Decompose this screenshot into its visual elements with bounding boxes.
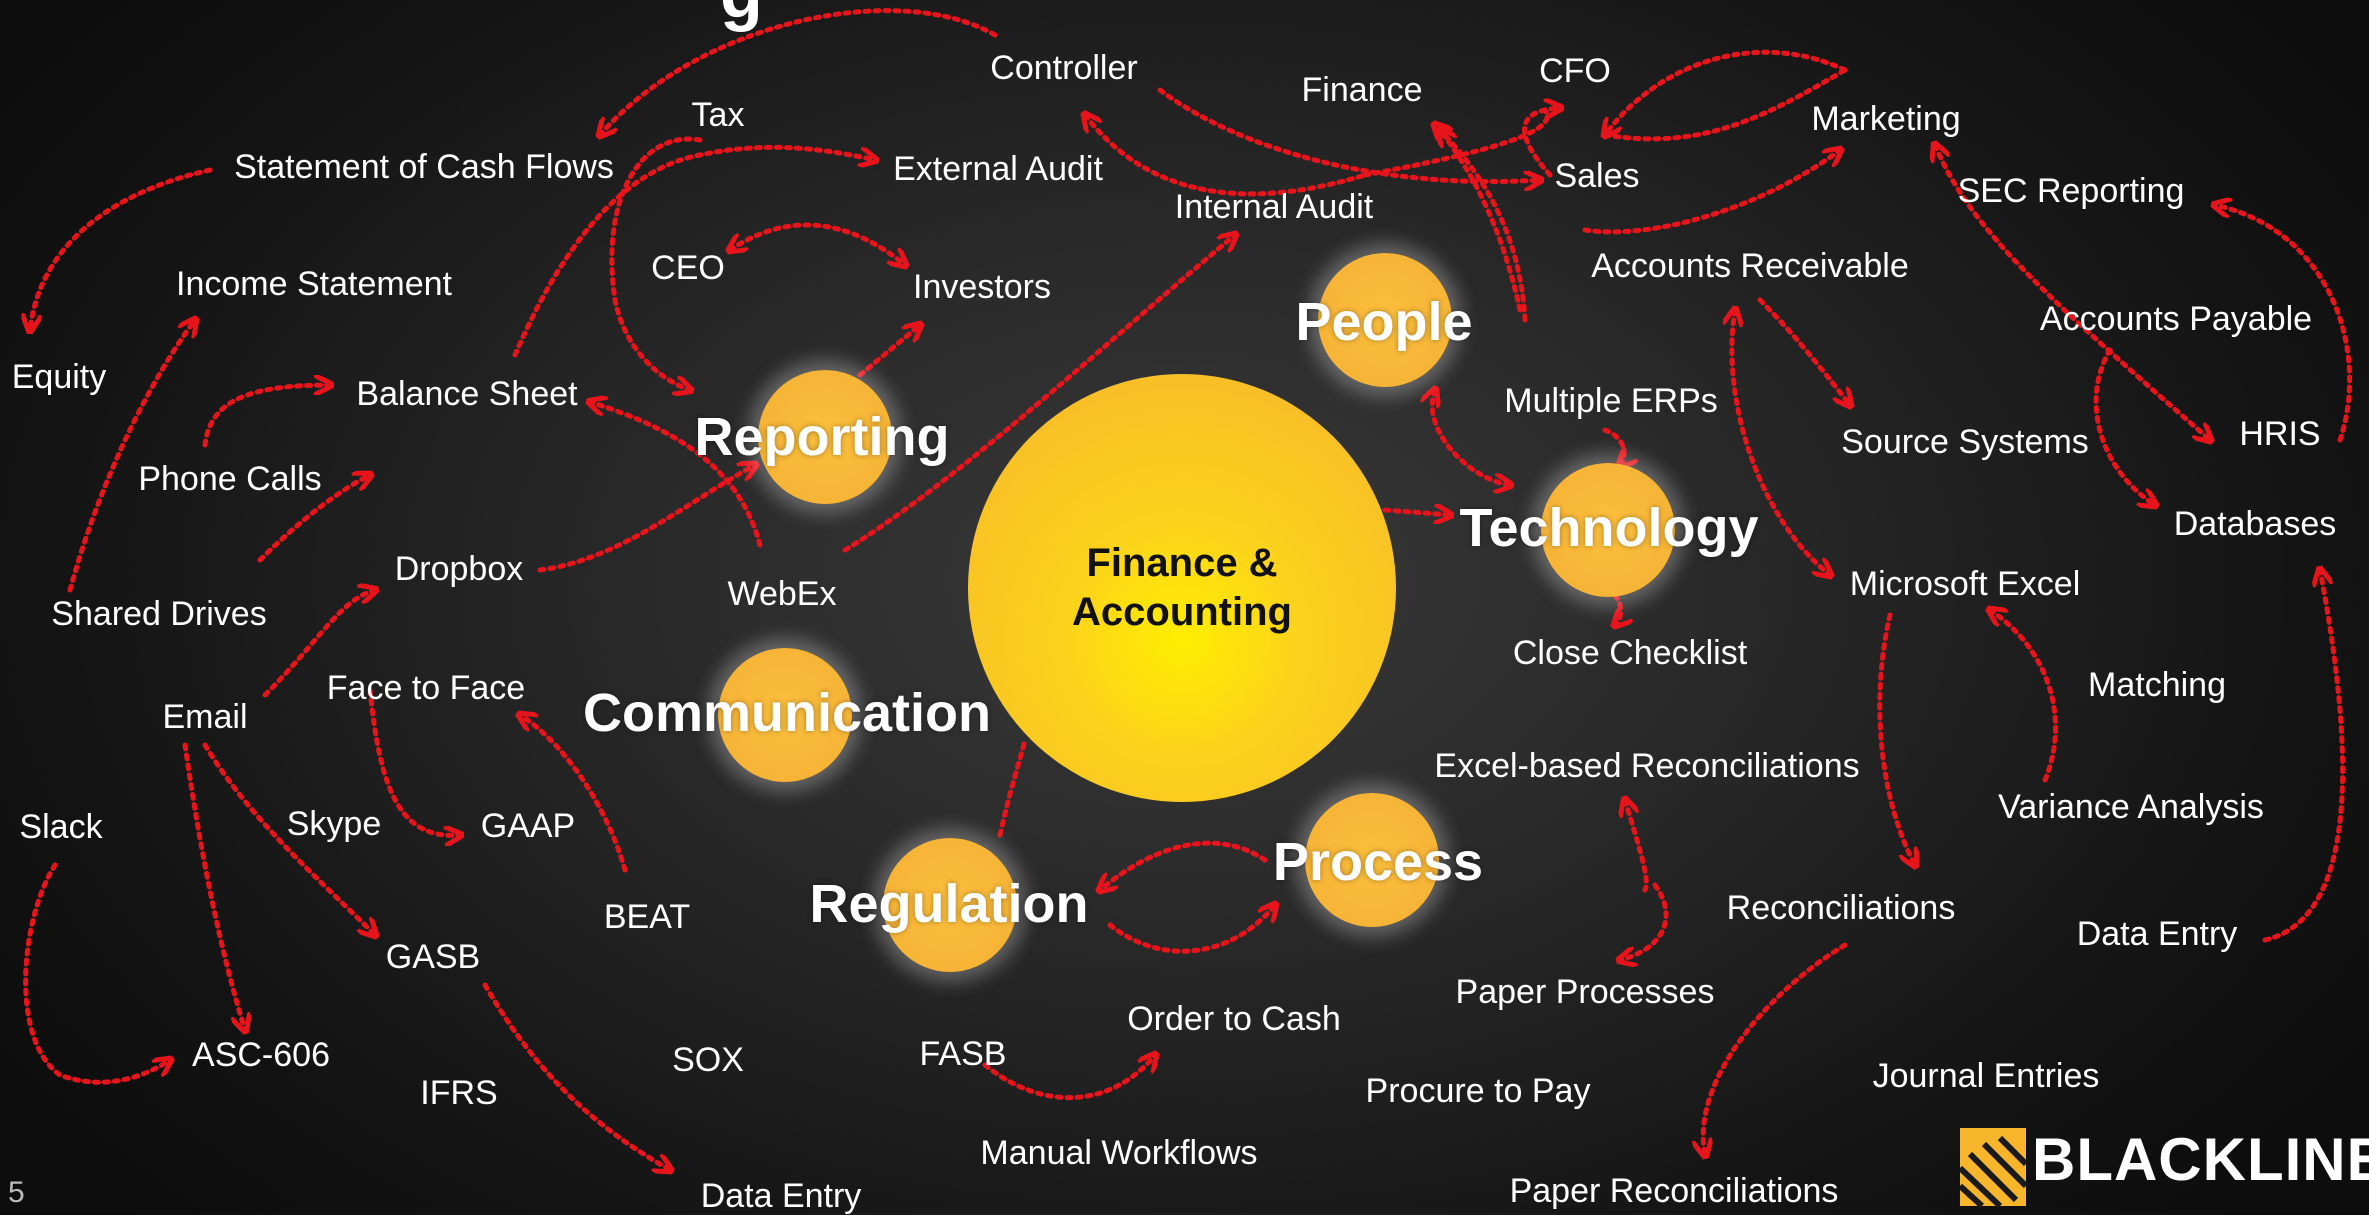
term-income-statement: Income Statement [176, 265, 452, 303]
term-phone-calls: Phone Calls [138, 460, 322, 498]
term-matching: Matching [2088, 666, 2226, 704]
term-statement-of-cash-flows: Statement of Cash Flows [234, 148, 614, 186]
theme-process: Process [1272, 832, 1484, 892]
term-balance-sheet: Balance Sheet [356, 375, 578, 413]
term-webex: WebEx [727, 575, 837, 613]
term-slack: Slack [19, 808, 103, 846]
term-controller: Controller [990, 49, 1138, 87]
term-manual-workflows: Manual Workflows [980, 1134, 1258, 1172]
term-hris: HRIS [2239, 415, 2321, 453]
term-accounts-receivable: Accounts Receivable [1591, 247, 1909, 285]
blackline-logo-icon [1960, 1128, 2029, 1208]
finance-accounting-circle: Finance & Accounting [968, 374, 1396, 802]
page-number: 5 [8, 1176, 25, 1209]
term-source-systems: Source Systems [1841, 423, 2089, 461]
theme-technology: Technology [1459, 498, 1759, 558]
term-face-to-face: Face to Face [326, 669, 526, 707]
blackline-logo-text: BLACKLINE [2032, 1126, 2369, 1193]
term-databases: Databases [2173, 505, 2337, 543]
term-sox: SOX [672, 1041, 744, 1079]
term-order-to-cash: Order to Cash [1127, 1000, 1341, 1038]
term-sales: Sales [1554, 157, 1640, 195]
term-procure-to-pay: Procure to Pay [1365, 1072, 1591, 1110]
term-internal-audit: Internal Audit [1174, 188, 1374, 226]
term-external-audit: External Audit [893, 150, 1103, 188]
theme-regulation: Regulation [809, 874, 1089, 934]
term-gasb: GASB [385, 938, 481, 976]
term-variance-analysis: Variance Analysis [1998, 788, 2264, 826]
term-data-entry-right: Data Entry [2076, 915, 2238, 953]
term-ifrs: IFRS [420, 1074, 498, 1112]
term-close-checklist: Close Checklist [1512, 634, 1748, 672]
term-equity: Equity [11, 358, 107, 396]
term-marketing: Marketing [1811, 100, 1961, 138]
process-circle [1305, 793, 1439, 927]
term-skype: Skype [286, 805, 382, 843]
term-reconciliations: Reconciliations [1726, 889, 1956, 927]
communication-circle [718, 648, 852, 782]
technology-circle [1541, 463, 1675, 597]
term-tax: Tax [691, 96, 745, 134]
term-sec-reporting: SEC Reporting [1957, 172, 2185, 210]
center-label: Finance & Accounting [1072, 541, 1292, 634]
term-gaap: GAAP [480, 807, 576, 845]
theme-reporting: Reporting [694, 407, 950, 467]
theme-people: People [1295, 292, 1473, 352]
term-accounts-payable: Accounts Payable [2039, 300, 2313, 338]
term-email: Email [162, 698, 248, 736]
term-paper-processes: Paper Processes [1455, 973, 1715, 1011]
term-cfo: CFO [1539, 52, 1611, 90]
reporting-circle [758, 370, 892, 504]
term-paper-reconciliations: Paper Reconciliations [1509, 1172, 1839, 1210]
term-dropbox: Dropbox [394, 550, 524, 588]
theme-communication: Communication [582, 683, 992, 743]
slide-title-fragment: g [720, 0, 763, 28]
term-investors: Investors [913, 268, 1051, 306]
term-ceo: CEO [651, 249, 725, 287]
term-data-entry-bottom: Data Entry [700, 1177, 862, 1215]
term-shared-drives: Shared Drives [51, 595, 267, 633]
term-journal-entries: Journal Entries [1872, 1057, 2100, 1095]
term-finance: Finance [1301, 71, 1423, 109]
term-microsoft-excel: Microsoft Excel [1849, 565, 2081, 603]
term-beat: BEAT [603, 898, 691, 936]
term-excel-based-reconciliations: Excel-based Reconciliations [1434, 747, 1860, 785]
term-fasb: FASB [919, 1035, 1007, 1073]
regulation-circle [883, 838, 1017, 972]
term-multiple-erps: Multiple ERPs [1504, 382, 1718, 420]
people-circle [1318, 253, 1452, 387]
term-asc-606: ASC-606 [192, 1036, 330, 1074]
